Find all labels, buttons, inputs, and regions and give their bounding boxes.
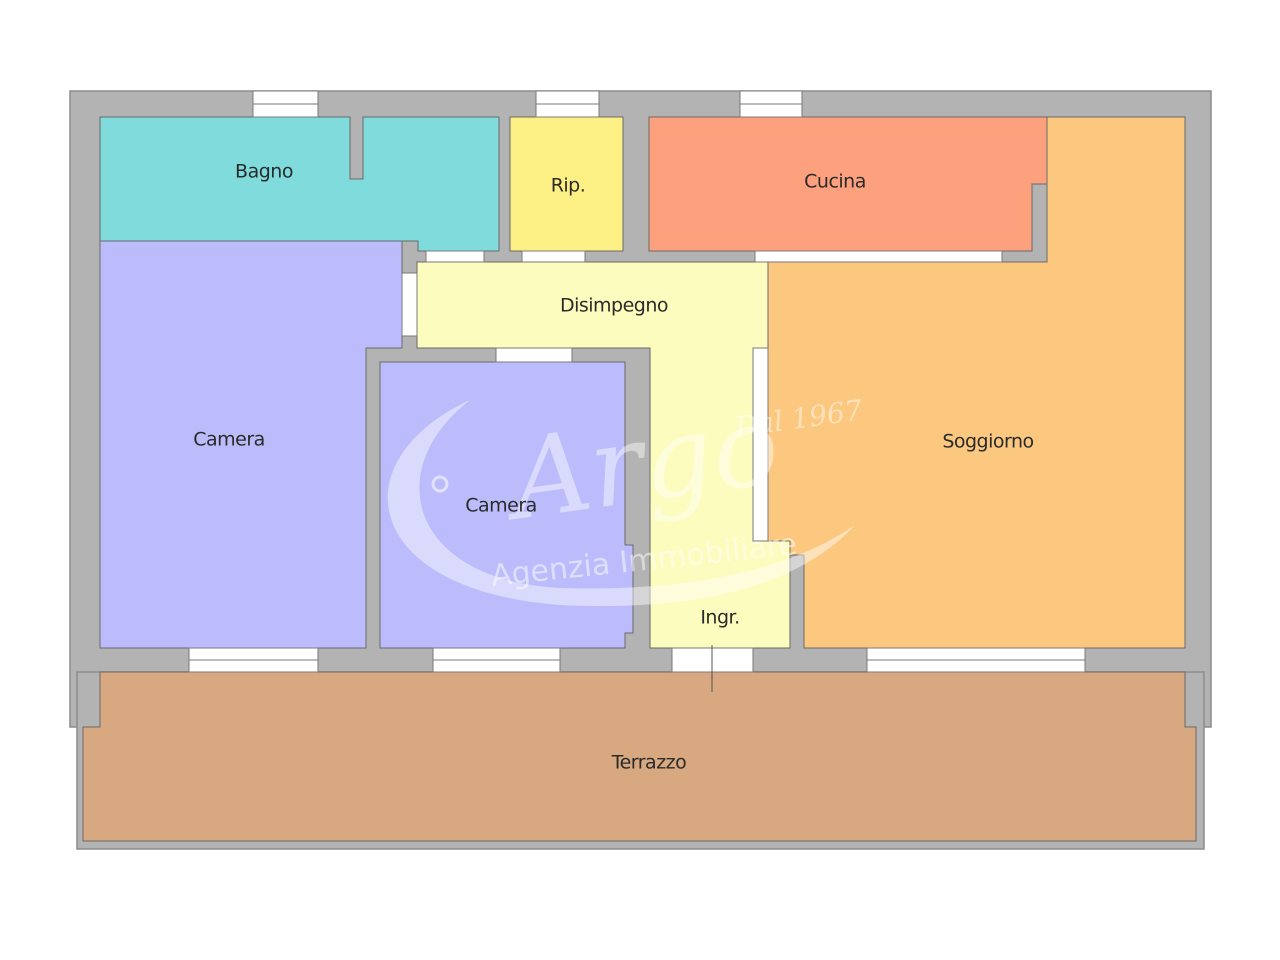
- label-soggiorno: Soggiorno: [942, 431, 1033, 453]
- room-bagno: [99, 116, 500, 252]
- doors: [401, 250, 1003, 673]
- label-ingresso: Ingr.: [700, 607, 739, 629]
- watermark-dot: [431, 475, 449, 493]
- label-camera-2: Camera: [465, 495, 537, 517]
- label-disimpegno: Disimpegno: [560, 295, 668, 317]
- label-terrazzo: Terrazzo: [611, 752, 687, 774]
- label-ripostiglio: Rip.: [551, 175, 586, 197]
- windows: [188, 90, 1086, 673]
- label-cucina: Cucina: [804, 171, 866, 193]
- label-bagno: Bagno: [235, 161, 293, 183]
- room-camera-1: [99, 240, 403, 649]
- room-terrazzo: [82, 671, 1197, 842]
- label-camera-1: Camera: [193, 429, 265, 451]
